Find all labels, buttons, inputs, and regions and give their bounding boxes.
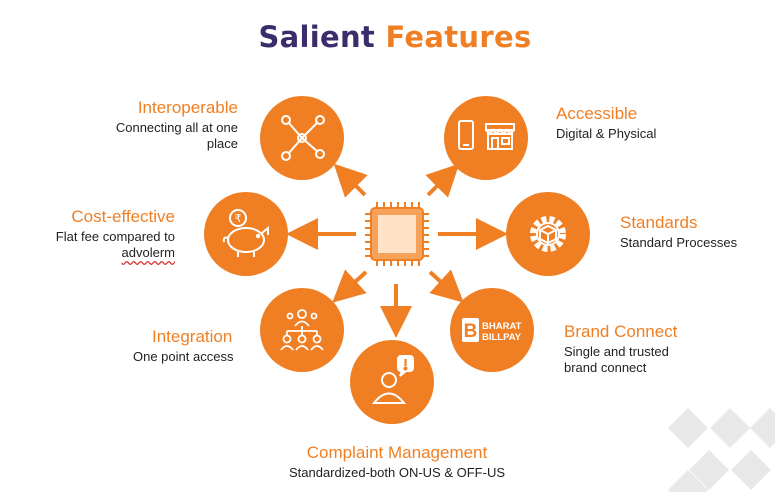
logo-letter: B: [464, 321, 478, 342]
feature-title: Brand Connect: [564, 322, 678, 341]
feature-cost-effective: Cost-effective Flat fee compared to advo…: [15, 207, 175, 261]
feature-title: Integration: [152, 327, 233, 346]
cost-effective-circle: [204, 192, 288, 276]
piggy-bank-rupee-icon: ₹: [222, 209, 269, 257]
feature-desc-line1: Standard Processes: [620, 235, 738, 250]
feature-title: Standards: [620, 213, 698, 232]
arrows: [286, 163, 508, 338]
arrow-to-brand-connect: [428, 269, 464, 303]
feature-desc-line2-wrap: advolerm: [15, 245, 175, 261]
title-part2: Features: [385, 20, 532, 54]
svg-text:₹: ₹: [235, 213, 242, 225]
feature-title: Cost-effective: [71, 207, 175, 226]
feature-standards: Standards Standard Processes: [620, 213, 770, 251]
logo-line2: BILLPAY: [482, 332, 522, 343]
feature-desc-line1: Flat fee compared to: [55, 229, 175, 244]
brand-connect-circle: [450, 288, 534, 372]
feature-desc-line2: place: [206, 136, 238, 151]
feature-complaint-management: Complaint Management Standardized-both O…: [262, 443, 532, 481]
user-alert-icon: [371, 355, 414, 404]
people-hierarchy-icon: [280, 309, 324, 351]
accessible-circle: [444, 96, 528, 180]
phone-store-icon: [458, 120, 515, 150]
feature-title: Complaint Management: [306, 443, 488, 462]
arrow-to-interoperable: [333, 163, 368, 198]
feature-integration: Integration One point access: [133, 327, 273, 365]
logo-line1: BHARAT: [482, 321, 522, 332]
feature-title: Accessible: [556, 104, 638, 123]
feature-desc-line1: Connecting all at one: [115, 120, 238, 135]
arrow-to-integration: [332, 269, 368, 303]
feature-accessible: Accessible Digital & Physical: [556, 104, 726, 142]
feature-desc-line2: advolerm: [121, 245, 175, 260]
bharat-billpay-logo: B BHARAT BILLPAY: [462, 318, 522, 343]
chip-icon: [365, 202, 429, 266]
feature-desc-line1: Standardized-both ON-US & OFF-US: [288, 465, 506, 480]
feature-desc-line1: Single and trusted: [564, 344, 669, 359]
feature-title: Interoperable: [137, 98, 238, 117]
gear-box-icon: [530, 216, 566, 252]
arrow-to-accessible: [425, 163, 460, 198]
page-title: Salient Features: [0, 20, 775, 54]
feature-brand-connect: Brand Connect Single and trusted brand c…: [564, 322, 744, 376]
feature-desc-line1: Digital & Physical: [556, 126, 657, 141]
watermark-diamonds: [668, 408, 775, 492]
feature-desc-line1: One point access: [133, 349, 234, 364]
complaint-management-circle: [350, 340, 434, 424]
feature-desc-line2: brand connect: [564, 360, 647, 375]
feature-interoperable: Interoperable Connecting all at one plac…: [78, 98, 238, 152]
title-part1: Salient: [258, 20, 376, 54]
network-nodes-icon: [281, 115, 325, 161]
